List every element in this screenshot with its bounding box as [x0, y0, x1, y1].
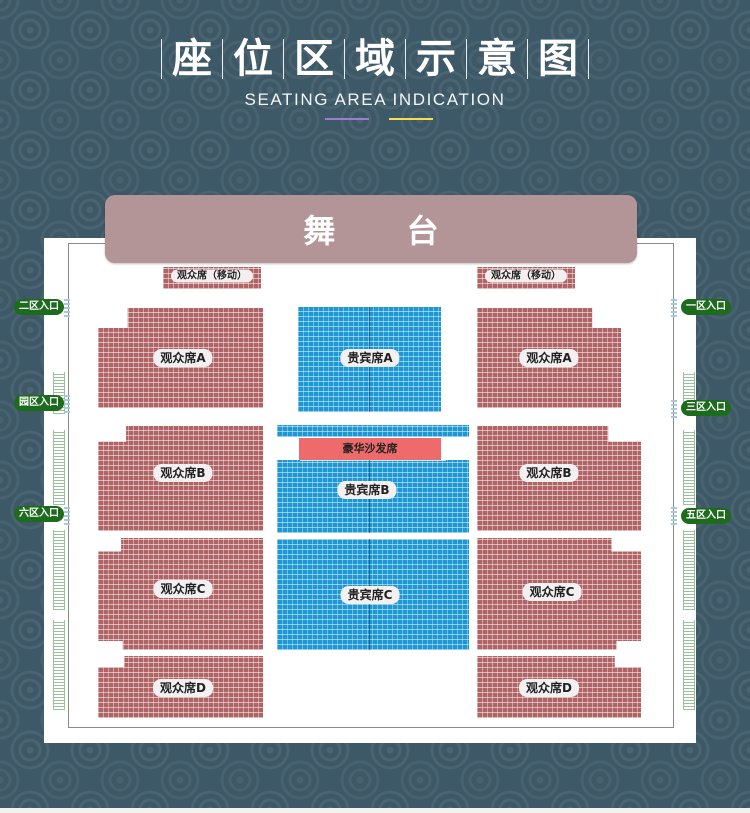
title-char: 位 [233, 35, 273, 82]
section-label: 观众席D [153, 679, 213, 697]
title-divider [405, 39, 406, 79]
side-stairs [53, 530, 65, 610]
section-label: 观众席C [153, 580, 213, 598]
side-stairs [683, 430, 695, 505]
title-char: 域 [355, 35, 395, 82]
section-label: 观众席C [522, 583, 582, 601]
entrance-zone-3[interactable]: 三区入口 [681, 400, 731, 416]
title-char: 意 [477, 35, 517, 82]
title-divider [161, 39, 162, 79]
page-subtitle: SEATING AREA INDICATION [244, 90, 506, 109]
section-left-b[interactable] [98, 426, 263, 531]
section-vip-front-row[interactable] [277, 425, 469, 437]
door-marker [671, 297, 677, 317]
section-label: 贵宾席A [340, 349, 400, 367]
door-marker [64, 393, 70, 413]
side-stairs [53, 620, 65, 710]
entrance-zone-1[interactable]: 一区入口 [681, 299, 731, 315]
title-char: 区 [294, 35, 334, 82]
title-divider [283, 39, 284, 79]
section-label: 贵宾席B [337, 481, 397, 499]
entrance-zone-6[interactable]: 六区入口 [14, 506, 64, 522]
decorative-line-yellow [389, 118, 433, 120]
door-marker [64, 505, 70, 525]
entrance-garden[interactable]: 园区入口 [14, 395, 64, 411]
title-divider [466, 39, 467, 79]
door-marker [671, 398, 677, 418]
door-marker [64, 297, 70, 317]
side-stairs [683, 530, 695, 610]
title-divider [527, 39, 528, 79]
stage-label: 舞 台 [303, 212, 469, 250]
section-luxury-sofa[interactable] [299, 438, 441, 460]
stage: 舞 台 [105, 195, 637, 263]
entrance-zone-2[interactable]: 二区入口 [14, 299, 64, 315]
section-label: 观众席（移动） [171, 269, 253, 283]
title-char: 座 [172, 35, 212, 82]
section-label: 观众席B [519, 464, 579, 482]
bottom-strip [0, 808, 750, 813]
section-label: 观众席A [519, 349, 579, 367]
decorative-line-purple [325, 118, 369, 120]
side-stairs [53, 430, 65, 505]
entrance-zone-5[interactable]: 五区入口 [681, 508, 731, 524]
title-divider [588, 39, 589, 79]
title-char: 图 [538, 35, 578, 82]
section-label: 观众席A [153, 349, 213, 367]
section-label: 观众席（移动） [485, 269, 567, 283]
page-title: 座 位 区 域 示 意 图 [0, 34, 750, 84]
section-left-c[interactable] [98, 538, 263, 650]
section-label: 观众席D [519, 679, 579, 697]
section-label: 豪华沙发席 [342, 442, 398, 455]
section-right-d[interactable] [477, 656, 641, 718]
title-divider [344, 39, 345, 79]
section-label: 贵宾席C [340, 586, 400, 604]
side-stairs [683, 620, 695, 710]
section-vip-a[interactable] [298, 307, 441, 412]
section-label: 观众席B [153, 464, 213, 482]
section-left-d[interactable] [98, 656, 263, 718]
door-marker [671, 505, 677, 525]
title-divider [222, 39, 223, 79]
title-char: 示 [416, 35, 456, 82]
